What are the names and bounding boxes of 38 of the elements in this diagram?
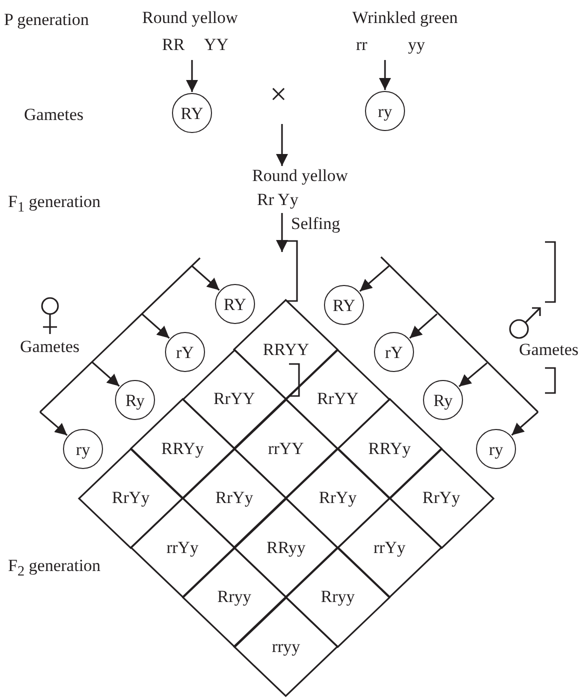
phenotype-text: Round yellow: [142, 8, 238, 28]
gamete-circle: Ry: [423, 380, 463, 420]
gamete-circle: rY: [374, 332, 414, 372]
arrow: [276, 213, 288, 252]
phenotype-text: Round yellow: [252, 166, 348, 186]
arrow: [379, 60, 391, 90]
gamete-circle: ry: [476, 429, 516, 469]
phenotype-text: Wrinkled green: [352, 8, 458, 28]
gametes-label: Gametes: [519, 340, 578, 360]
arrow: [276, 124, 288, 166]
arrow: [409, 313, 438, 339]
arrow: [39, 411, 68, 436]
genotype-text: YY: [204, 35, 229, 55]
arrow: [359, 265, 390, 292]
generation-label: F$_{2}$ generation: [8, 556, 101, 582]
edge-label: Selfing: [291, 214, 340, 234]
genotype-text: RR: [162, 35, 185, 55]
arrow: [458, 362, 488, 388]
genotype-text: rr: [356, 35, 368, 55]
gametes-label: Gametes: [20, 337, 80, 357]
generation-label: P generation: [4, 10, 89, 30]
genotype-text: yy: [408, 35, 425, 55]
arrow: [191, 265, 220, 291]
cross-sign: ×: [270, 80, 287, 110]
gamete-circle: ry: [63, 429, 103, 469]
arrow: [186, 60, 198, 92]
genotype-text: Rr Yy: [257, 190, 298, 210]
arrow: [141, 313, 170, 339]
gametes-label: Gametes: [24, 105, 84, 125]
gamete-circle: ry: [365, 91, 405, 131]
arrow: [511, 411, 539, 436]
gamete-circle: rY: [165, 332, 205, 372]
arrow: [91, 361, 120, 387]
gamete-circle: RY: [324, 285, 364, 325]
gamete-circle: RY: [215, 284, 255, 324]
generation-label: F$_{1}$ generation: [8, 192, 101, 218]
gamete-circle: Ry: [115, 380, 155, 420]
gamete-circle: RY: [172, 93, 212, 133]
